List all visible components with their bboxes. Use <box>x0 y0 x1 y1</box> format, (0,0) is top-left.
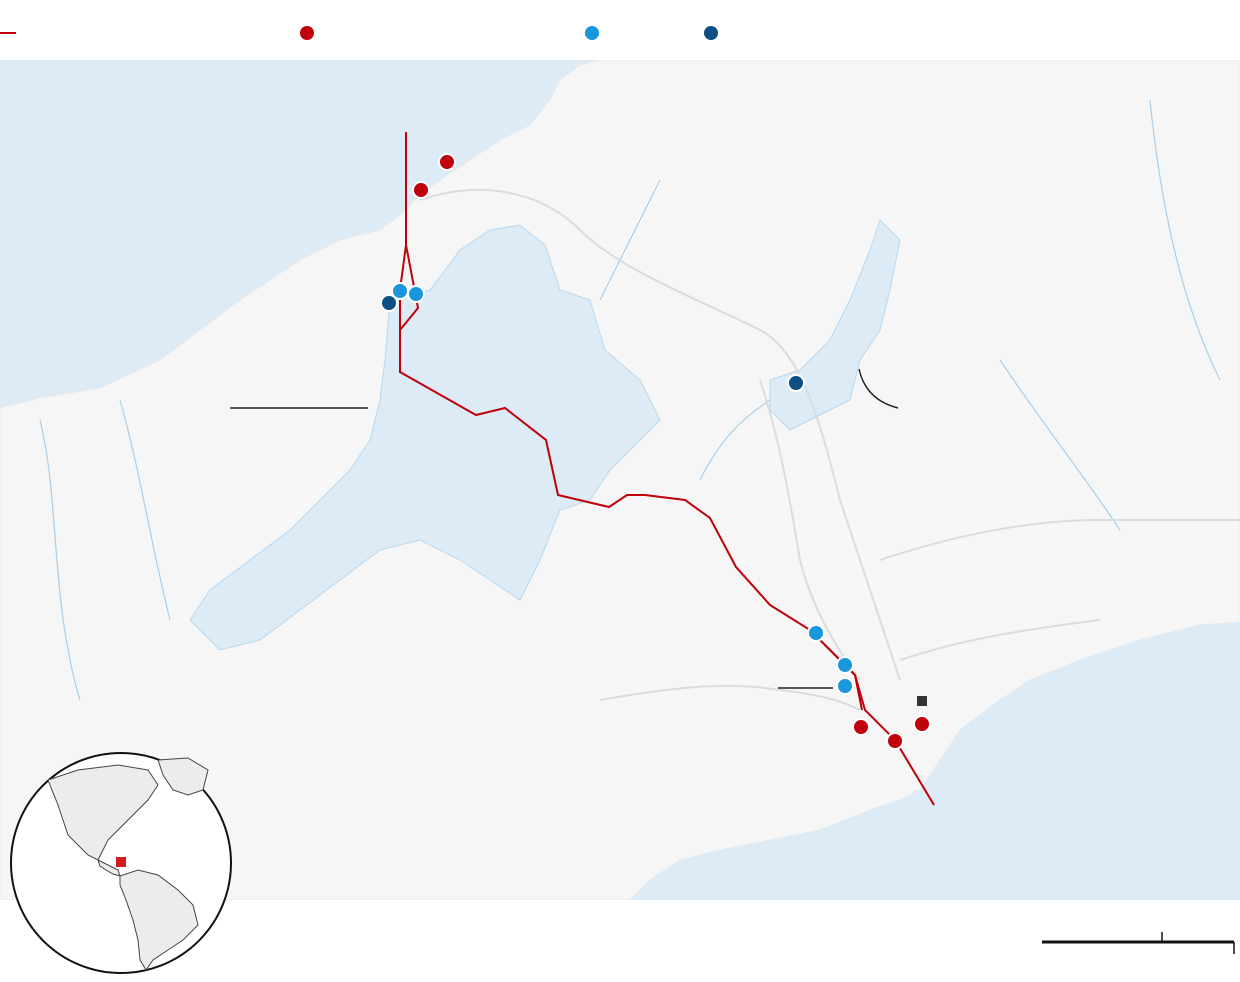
greenland-landmass <box>157 757 209 796</box>
dam-marker <box>787 374 805 392</box>
central-america-landmass <box>97 859 121 877</box>
lock-marker <box>412 181 430 199</box>
gatun-lake <box>189 224 661 651</box>
port-marker <box>836 656 854 674</box>
lock-marker <box>886 732 904 750</box>
lock-marker <box>913 715 931 733</box>
canal-map <box>0 60 1240 900</box>
city-marker <box>917 696 927 706</box>
locator-globe <box>10 752 232 974</box>
ports-legend-dot <box>585 26 599 40</box>
map-legend <box>0 0 1240 60</box>
port-marker <box>807 624 825 642</box>
pacific-bay <box>630 622 1240 900</box>
canal-route-branch <box>399 244 863 711</box>
locks-legend-dot <box>300 26 314 40</box>
south-america-landmass <box>119 869 199 971</box>
north-america-landmass <box>47 764 159 861</box>
lock-marker <box>438 153 456 171</box>
port-marker <box>407 285 425 303</box>
dams-legend-dot <box>704 26 718 40</box>
rivers <box>39 99 1221 701</box>
roads <box>419 189 1240 711</box>
lock-marker <box>852 718 870 736</box>
lake-label-arc <box>858 368 899 409</box>
port-marker <box>836 677 854 695</box>
canal-legend-line <box>0 32 16 34</box>
scale-bar <box>1042 932 1235 954</box>
dam-marker <box>380 294 398 312</box>
panama-highlight-marker <box>116 857 126 867</box>
